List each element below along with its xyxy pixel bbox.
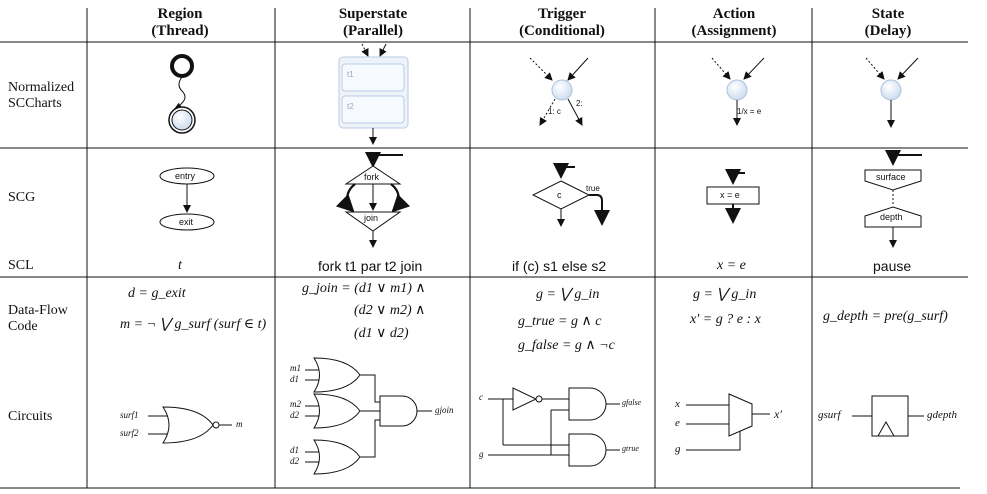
circuit-label: d2 — [290, 410, 299, 420]
scg-cond-label: c — [557, 190, 562, 200]
header-title: Region — [157, 6, 203, 22]
eq-action-2: x′ = g ? e : x — [690, 312, 761, 327]
scl-state: pause — [873, 258, 912, 274]
table-grid — [0, 8, 968, 489]
circuit-label: d2 — [290, 456, 299, 466]
scg-depth-label: depth — [880, 212, 903, 222]
scl-superstate: fork t1 par t2 join — [318, 258, 423, 274]
scg-trigger — [531, 163, 610, 227]
transition-label: 1: c — [548, 107, 561, 116]
circuit-label: gdepth — [927, 409, 957, 421]
transition-label: 1/x = e — [737, 107, 762, 116]
scg-entry-label: entry — [175, 171, 196, 181]
row-label-normalized: Normalized SCCharts — [8, 80, 75, 111]
scg-fork-label: fork — [364, 172, 380, 182]
scl-region: t — [178, 258, 182, 273]
circuit-label: surf1 — [120, 410, 139, 420]
scg-surface-label: surface — [876, 172, 906, 182]
circuit-label: g — [675, 443, 681, 455]
header-title: Superstate — [338, 6, 408, 22]
circuit-label: c — [479, 392, 483, 402]
eq-superstate-3: (d1 ∨ d2) — [354, 326, 409, 341]
header-subtitle: (Assignment) — [691, 23, 777, 39]
header-region: Region (Thread) — [130, 6, 230, 40]
circuit-label: m — [236, 419, 243, 429]
circuit-label: m1 — [290, 363, 301, 373]
circuit-label: gjoin — [435, 405, 454, 415]
scg-superstate — [335, 152, 411, 248]
scchart-region — [168, 54, 196, 134]
eq-superstate-2: (d2 ∨ m2) ∧ — [354, 303, 426, 318]
circuit-label: gsurf — [818, 409, 841, 421]
scchart-state — [865, 57, 919, 128]
header-trigger: Trigger (Conditional) — [507, 6, 617, 40]
eq-region-1: d = g_exit — [128, 286, 186, 301]
scg-region — [159, 167, 215, 231]
transition-label: 2: — [576, 99, 583, 108]
eq-action-1: g = ⋁ g_in — [693, 287, 757, 302]
header-action: Action (Assignment) — [678, 6, 790, 40]
scl-action: x = e — [717, 258, 746, 273]
circuit-action — [686, 393, 770, 451]
row-label-scl: SCL — [8, 258, 34, 273]
scchart-superstate — [338, 43, 409, 145]
row-label-scg: SCG — [8, 190, 36, 205]
eq-trigger-2: g_true = g ∧ c — [518, 314, 602, 329]
circuit-trigger — [488, 387, 620, 467]
circuit-label: e — [675, 417, 680, 429]
header-state: State (Delay) — [838, 6, 938, 40]
eq-region-2: m = ¬ ⋁ g_surf (surf ∈ t) — [120, 317, 267, 332]
circuit-label: x — [675, 398, 680, 410]
circuit-region — [148, 406, 232, 444]
header-subtitle: (Thread) — [151, 23, 209, 39]
scg-assign-label: x = e — [720, 190, 740, 200]
circuit-state — [852, 395, 924, 437]
circuit-superstate — [305, 357, 432, 475]
row-label-dataflow: Data-Flow Code — [8, 303, 68, 334]
eq-trigger-1: g = ⋁ g_in — [536, 287, 600, 302]
scg-exit-label: exit — [179, 217, 194, 227]
header-title: Trigger — [537, 6, 587, 22]
circuit-label: m2 — [290, 399, 301, 409]
scchart-trigger — [529, 57, 589, 126]
circuit-label: x′ — [774, 407, 782, 421]
circuit-label: gfalse — [622, 398, 642, 407]
circuit-label: gtrue — [622, 444, 639, 453]
circuit-label: d1 — [290, 445, 299, 455]
circuit-label: g — [479, 449, 484, 459]
scg-true-label: true — [586, 184, 600, 193]
region-label-t1: t1 — [347, 70, 354, 79]
header-title: State — [871, 6, 905, 22]
eq-trigger-3: g_false = g ∧ ¬c — [518, 338, 615, 353]
header-subtitle: (Conditional) — [519, 23, 605, 39]
header-superstate: Superstate (Parallel) — [318, 6, 428, 40]
header-subtitle: (Parallel) — [343, 23, 403, 39]
scl-trigger: if (c) s1 else s2 — [512, 258, 607, 274]
scg-action — [706, 169, 760, 224]
region-label-t2: t2 — [347, 102, 354, 111]
header-subtitle: (Delay) — [864, 23, 912, 39]
scchart-action — [711, 57, 765, 126]
row-label-circuits: Circuits — [8, 409, 53, 424]
header-title: Action — [712, 6, 756, 22]
eq-state-1: g_depth = pre(g_surf) — [823, 309, 948, 324]
eq-superstate-1: g_join = (d1 ∨ m1) ∧ — [302, 281, 426, 296]
scg-join-label: join — [364, 213, 379, 223]
scg-state — [864, 150, 922, 248]
circuit-label: d1 — [290, 374, 299, 384]
circuit-label: surf2 — [120, 428, 139, 438]
